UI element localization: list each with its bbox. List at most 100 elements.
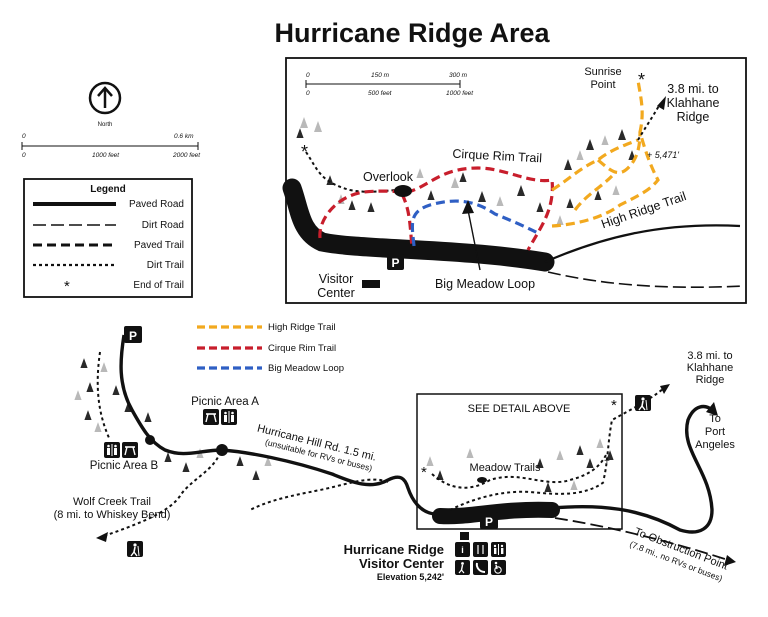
- tree-icon: [314, 121, 322, 132]
- end-of-trail-icon: *: [64, 278, 70, 295]
- svg-text:+: +: [604, 456, 610, 467]
- trail-color-key: High Ridge Trail Cirque Rim Trail Big Me…: [197, 322, 344, 374]
- label-port-angeles-1: To: [709, 413, 721, 425]
- svg-text:1000 feet: 1000 feet: [92, 152, 120, 159]
- information-icon: [455, 542, 470, 557]
- high-ridge-trail-link: [596, 131, 642, 175]
- svg-text:2000 feet: 2000 feet: [172, 152, 201, 159]
- picnic-area-b-icons: [104, 442, 138, 458]
- svg-text:0: 0: [22, 133, 26, 140]
- legend-paved-road: Paved Road: [129, 199, 184, 210]
- parking-icon: P: [124, 326, 142, 343]
- big-meadow-pointer-arrow: [462, 200, 474, 214]
- label-main-klahhane-1: 3.8 mi. to: [687, 350, 732, 362]
- phone-icon: [473, 560, 488, 575]
- meadow-trails-paths: [431, 454, 607, 489]
- label-main-klahhane-3: Ridge: [696, 374, 725, 386]
- tree-icon: [586, 139, 594, 150]
- label-picnic-area-a: Picnic Area A: [191, 396, 259, 408]
- tree-icon: [618, 129, 626, 140]
- tree-icon: [367, 202, 375, 212]
- label-visitor-center-2: Center: [317, 286, 355, 300]
- visitor-center-marker: [362, 280, 380, 288]
- hurricane-hill-road: [119, 334, 435, 516]
- svg-text:i: i: [461, 545, 464, 555]
- tree-icon: [556, 450, 564, 460]
- arrow-port-angeles-icon: [706, 402, 718, 416]
- tree-icon: [112, 385, 120, 395]
- tree-icon: [86, 382, 94, 392]
- tree-icon: [182, 462, 190, 472]
- tree-icon: [164, 452, 172, 462]
- arrow-klahhane-main-icon: [660, 384, 670, 394]
- tree-icon: [236, 456, 244, 466]
- cirque-rim-connector: [400, 193, 414, 249]
- arrow-obstruction-icon: [724, 555, 736, 566]
- wolf-creek-trail: [103, 451, 221, 537]
- overlook-marker: [394, 185, 412, 197]
- detail-inset-map: 0 150 m 300 m 0 500 feet 1000 feet: [282, 57, 747, 304]
- label-picnic-area-b: Picnic Area B: [90, 460, 159, 472]
- legend-paved-trail: Paved Trail: [134, 240, 184, 251]
- label-port-angeles-3: Angeles: [695, 439, 735, 451]
- tree-icon: [536, 202, 544, 212]
- inset-paved-road: [282, 178, 555, 272]
- high-ridge-trail-loop: [573, 174, 614, 211]
- obstruction-point-road: [554, 517, 729, 561]
- tree-icon: [570, 480, 578, 490]
- tree-icon: [478, 191, 486, 202]
- main-scale-bar: 0 0.6 km 0 1000 feet 2000 feet: [21, 133, 201, 159]
- key-big-meadow: Big Meadow Loop: [268, 363, 344, 374]
- visitor-center-facility-icons: i: [455, 542, 506, 575]
- inset-trail-to-klahhane: [637, 103, 661, 141]
- tree-icon: [144, 412, 152, 422]
- parking-icon: P: [387, 254, 404, 270]
- label-wolf-creek-2: (8 mi. to Whiskey Bend): [54, 509, 171, 521]
- tree-icon: [601, 135, 609, 145]
- tree-icon: [436, 470, 444, 480]
- label-see-detail: SEE DETAIL ABOVE: [468, 403, 571, 415]
- label-elevation: + 5,471': [647, 150, 679, 160]
- label-sunrise-point-2: Point: [590, 79, 615, 91]
- svg-text:P: P: [129, 329, 137, 343]
- big-meadow-loop: [410, 199, 541, 247]
- svg-text:0: 0: [306, 72, 310, 79]
- label-meadow-trails: Meadow Trails: [470, 462, 541, 474]
- tree-icon: [94, 422, 102, 432]
- inset-trees: [296, 117, 636, 225]
- food-icon: [473, 542, 488, 557]
- tree-icon: [576, 445, 584, 455]
- visitor-center-building-icon: [460, 532, 469, 540]
- detail-box: [416, 393, 623, 530]
- label-klahhane-1: 3.8 mi. to: [667, 82, 718, 96]
- svg-text:0: 0: [22, 152, 26, 159]
- tree-icon: [564, 159, 572, 170]
- label-main-klahhane-2: Klahhane: [687, 362, 734, 374]
- arrow-wolf-creek-icon: [96, 532, 108, 542]
- road-to-port-angeles: [551, 404, 714, 534]
- tree-icon: [100, 362, 108, 372]
- svg-text:300 m: 300 m: [449, 72, 468, 79]
- tree-icon: [80, 358, 88, 368]
- picnic-table-icon: [203, 409, 219, 425]
- tree-icon: [612, 185, 620, 195]
- tree-icon: [566, 198, 574, 208]
- tree-icon: [536, 458, 544, 468]
- label-klahhane-3: Ridge: [677, 110, 710, 124]
- end-of-trail-icon: *: [421, 464, 427, 481]
- arrow-klahhane-icon: [657, 96, 666, 110]
- svg-text:150 m: 150 m: [371, 72, 390, 79]
- label-sunrise-point: Sunrise: [584, 66, 621, 78]
- tree-icon: [74, 390, 82, 400]
- hurricane-hill-trail: [249, 478, 389, 511]
- tree-icon: [586, 458, 594, 468]
- tree-icon: [348, 200, 356, 210]
- svg-text:1000 feet: 1000 feet: [446, 90, 474, 97]
- inset-scale-bar: 0 150 m 300 m 0 500 feet 1000 feet: [305, 72, 474, 97]
- label-klahhane-2: Klahhane: [667, 96, 720, 110]
- picnic-table-icon: [122, 442, 138, 458]
- key-high-ridge: High Ridge Trail: [268, 322, 336, 333]
- legend-dirt-road: Dirt Road: [142, 220, 184, 231]
- north-arrow-icon: [88, 81, 122, 115]
